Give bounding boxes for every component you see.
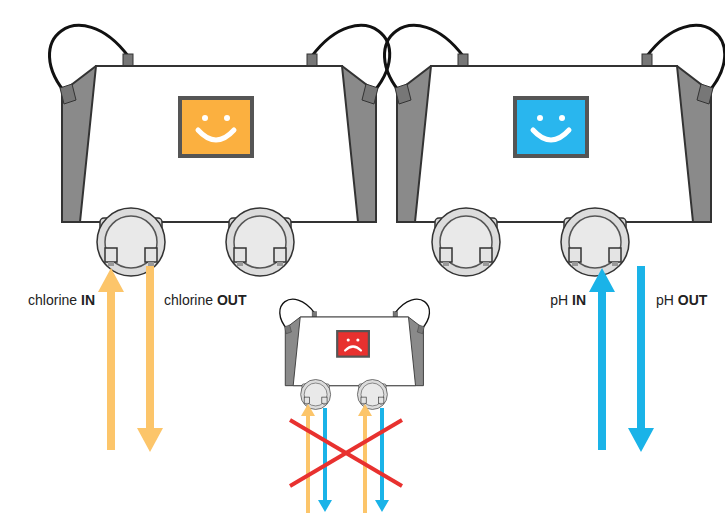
flow-label: chlorine OUT: [164, 292, 246, 309]
flow-label: pH OUT: [656, 292, 707, 309]
flow-arrow: [98, 266, 654, 452]
wrong-arrows: [290, 404, 402, 513]
flow-label: chlorine IN: [28, 292, 95, 309]
flow-label: pH IN: [550, 292, 586, 309]
